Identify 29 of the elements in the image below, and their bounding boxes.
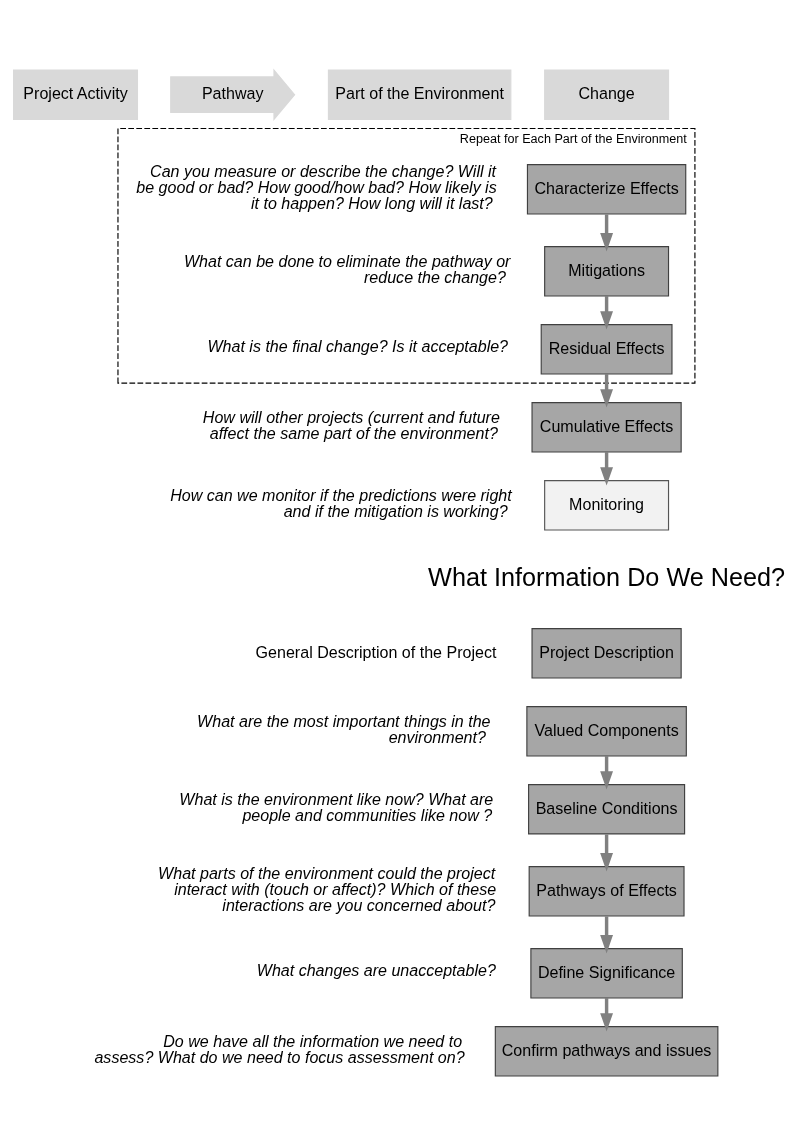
label: What Information Do We Need? [427, 562, 785, 591]
node-box: Monitoring [543, 479, 669, 531]
node-box: Change [543, 68, 669, 120]
node-label: What changes are unacceptable? [256, 960, 496, 979]
node-box: Characterize Effects [526, 163, 686, 215]
node-label: What can be done to eliminate the pathway or reduce the change? [183, 251, 510, 286]
node-label: What is the environment like now? What are people and communities like now ? [178, 789, 493, 824]
node-label: What is the final change? Is it acceptable? [206, 336, 508, 355]
arrow [599, 915, 613, 953]
arrow [599, 213, 613, 251]
node-box: Confirm pathways and issues [494, 1025, 718, 1077]
node-box: Project Description [530, 627, 682, 679]
node-box: Cumulative Effects [530, 401, 682, 453]
node-box: Mitigations [543, 245, 669, 297]
node-box: Pathways of Effects [528, 865, 685, 917]
node-label: How will other projects (current and future affect the same part of the environment? [202, 407, 500, 442]
node-label: Do we have all the information we need to assess? What do we need to focus assessment on? [93, 1031, 465, 1066]
node-box: Baseline Conditions [527, 783, 685, 835]
node-label: How can we monitor if the predictions were right and if the mitigation is working? [169, 485, 512, 520]
node-label: What parts of the environment could the project interact with (touch or affect)? Which of these interactions are you concerned about? [157, 863, 496, 914]
node-box: Define Significance [529, 947, 683, 999]
node-box: Residual Effects [540, 323, 673, 375]
node-label: Can you measure or describe the change? Will it be good or bad? How good/how bad? How likely is it to happen? How long will it last? [135, 161, 497, 212]
node-label: General Description of the Project [255, 642, 496, 661]
node-box: Project Activity [12, 68, 138, 120]
node-box: Part of the Environment [327, 68, 511, 120]
node-box: Valued Components [525, 705, 687, 757]
node-label: What are the most important things in the environment? [196, 711, 491, 746]
arrow [599, 833, 613, 871]
